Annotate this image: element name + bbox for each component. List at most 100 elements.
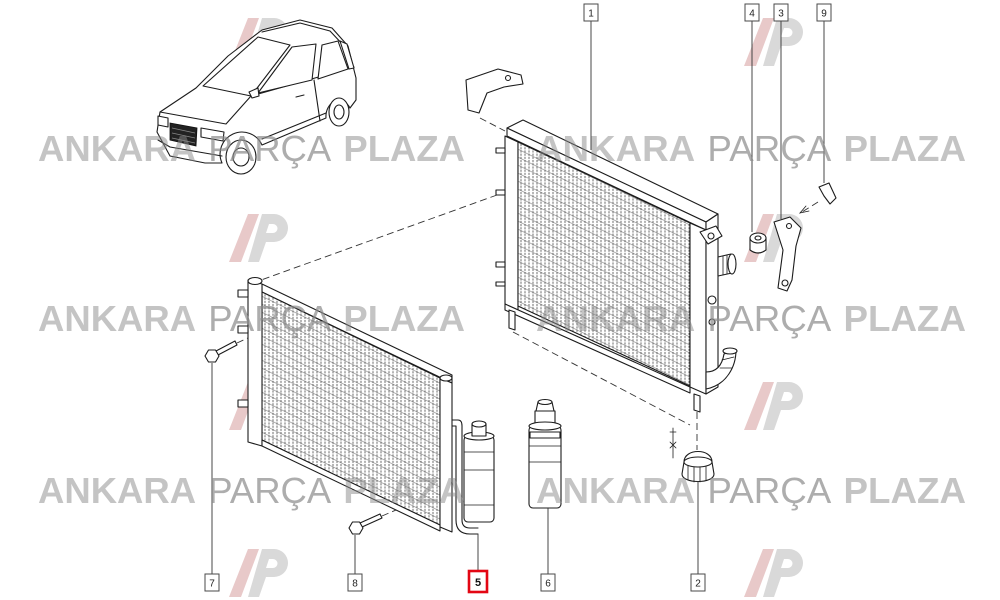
ap-logo-watermark bbox=[744, 382, 803, 430]
radiator-side-stub bbox=[495, 189, 506, 196]
mount-top bbox=[683, 456, 713, 468]
ap-logo-watermark bbox=[229, 214, 288, 262]
callout-5-highlighted[interactable]: 5 bbox=[467, 569, 489, 594]
radiator-bottom-rail bbox=[504, 303, 691, 394]
radiator-side-stub bbox=[495, 281, 506, 287]
condenser-left-tank-cap bbox=[247, 276, 263, 286]
radiator-side-stub bbox=[495, 261, 506, 268]
callout-number: 8 bbox=[352, 579, 358, 590]
bolt-hex-head bbox=[348, 521, 364, 535]
callout-3[interactable]: 3 bbox=[773, 3, 789, 22]
bolt-shank bbox=[359, 513, 383, 528]
callout-number: 4 bbox=[749, 9, 755, 20]
sill-line bbox=[261, 112, 327, 140]
bolt-shank bbox=[215, 340, 238, 356]
callout-box[interactable] bbox=[816, 3, 832, 22]
callout-number: 6 bbox=[545, 579, 551, 590]
callout-number: 2 bbox=[695, 579, 701, 590]
condenser-mount-tab bbox=[237, 325, 249, 334]
front-door-window bbox=[257, 43, 317, 94]
callout-box[interactable] bbox=[583, 3, 599, 22]
callout-6[interactable]: 6 bbox=[540, 573, 556, 592]
radiator-side-stub bbox=[495, 147, 506, 154]
side-mirror bbox=[248, 87, 260, 99]
radiator-core-fins bbox=[518, 142, 690, 386]
callout-7[interactable]: 7 bbox=[204, 573, 220, 592]
drier-bands bbox=[463, 451, 495, 506]
drier-pipe bbox=[451, 425, 479, 535]
bracket-hole bbox=[785, 222, 793, 230]
upper-outlet-end bbox=[727, 253, 737, 275]
callout-9[interactable]: 9 bbox=[816, 3, 832, 22]
drier-body bbox=[463, 435, 495, 523]
radiator-mount-bracket bbox=[465, 68, 524, 114]
callout-box[interactable] bbox=[690, 573, 706, 592]
outlet-rings bbox=[722, 254, 728, 276]
radiator-lower-pin bbox=[693, 393, 701, 413]
bracket-hole bbox=[504, 74, 512, 82]
right-headlight bbox=[200, 127, 225, 142]
callout-box[interactable] bbox=[744, 3, 760, 22]
guide-arrow bbox=[798, 205, 810, 214]
ap-logo-watermark bbox=[744, 549, 803, 597]
grille-slats bbox=[171, 127, 196, 144]
drier-bands bbox=[528, 445, 562, 463]
tank-bracket-hole bbox=[707, 232, 715, 240]
callout-number: 1 bbox=[588, 9, 594, 20]
bracket-part-3 bbox=[773, 216, 802, 292]
ap-logo-watermark bbox=[229, 549, 288, 597]
mount-ribs bbox=[687, 465, 707, 483]
bracket-hole bbox=[781, 279, 789, 287]
callout-box[interactable] bbox=[540, 573, 556, 592]
roof-line bbox=[261, 22, 347, 49]
drier-shoulder bbox=[528, 421, 562, 431]
condenser-right-tank-cap bbox=[439, 374, 453, 382]
left-headlight bbox=[157, 115, 169, 128]
callout-box[interactable] bbox=[773, 3, 789, 22]
condenser-mount-tab bbox=[237, 289, 249, 298]
rear-side-window bbox=[317, 40, 349, 80]
drier-cap-top bbox=[471, 420, 487, 428]
bolt-part-7 bbox=[204, 340, 238, 363]
rear-window bbox=[339, 40, 355, 70]
clip-part-9 bbox=[818, 182, 837, 205]
rear-wheel-hub bbox=[333, 104, 345, 120]
windshield bbox=[202, 36, 291, 97]
callout-number: 3 bbox=[778, 9, 784, 20]
callout-4[interactable]: 4 bbox=[744, 3, 760, 22]
callout-box[interactable] bbox=[347, 573, 363, 592]
radiator-lower-pin bbox=[508, 309, 516, 331]
leader-lines bbox=[211, 21, 825, 574]
callout-2[interactable]: 2 bbox=[690, 573, 706, 592]
callout-8[interactable]: 8 bbox=[347, 573, 363, 592]
condenser-mount-tab bbox=[237, 399, 249, 408]
radiator-part-1 bbox=[465, 68, 738, 413]
bolt-part-8 bbox=[348, 513, 383, 535]
callout-1[interactable]: 1 bbox=[583, 3, 599, 22]
front-wheel-hub bbox=[232, 147, 250, 167]
callout-number: 9 bbox=[821, 9, 827, 20]
callout-box[interactable] bbox=[204, 573, 220, 592]
radiator-left-frame bbox=[504, 135, 519, 311]
vehicle-illustration bbox=[156, 19, 357, 175]
callout-box-highlighted[interactable] bbox=[467, 569, 489, 594]
hood-line bbox=[159, 95, 252, 125]
condenser-core-fins bbox=[262, 292, 440, 525]
front-bumper-line bbox=[157, 139, 223, 157]
guide-line bbox=[249, 194, 498, 285]
drier-hex-cap-top bbox=[537, 398, 553, 406]
bushing-part-4 bbox=[749, 232, 767, 254]
guide-line bbox=[801, 201, 819, 213]
bushing-hole bbox=[754, 235, 762, 241]
bracket-body bbox=[773, 216, 802, 292]
drier-pipe bbox=[451, 419, 479, 529]
rubber-mount-part-2 bbox=[669, 427, 715, 483]
lower-hose-end bbox=[722, 347, 738, 355]
